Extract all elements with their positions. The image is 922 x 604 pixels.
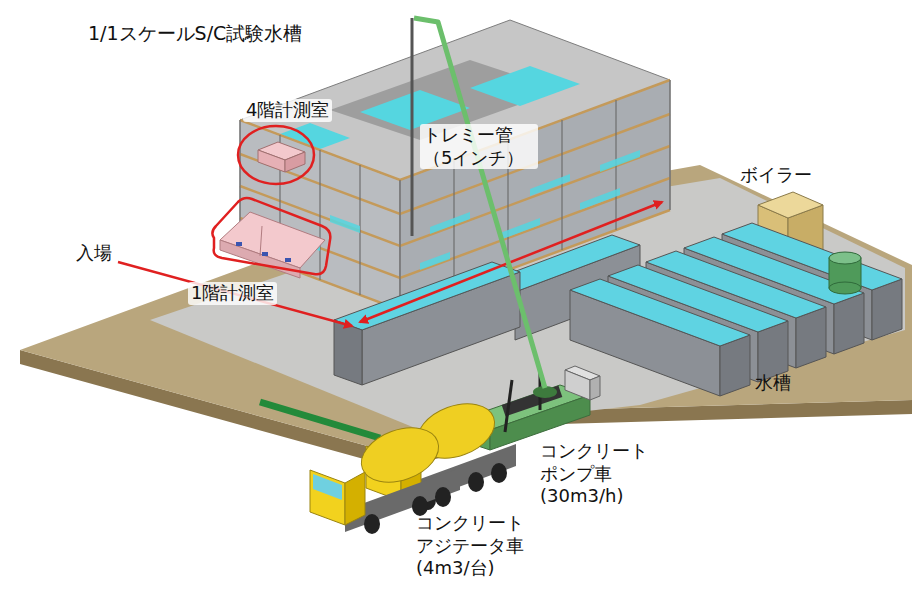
part-label: ボイラー — [740, 164, 812, 187]
part-label: 1階計測室 — [188, 282, 277, 305]
part-label: コンクリート アジテータ車 (4m3/台) — [416, 512, 541, 580]
part-label: 入場 — [76, 242, 112, 265]
part-label: コンクリート ポンプ車 (30m3/h) — [540, 440, 665, 508]
part-label: トレミー管 （5インチ） — [420, 124, 538, 169]
part-label: 4階計測室 — [243, 99, 332, 122]
part-label: 水槽 — [755, 372, 791, 395]
title-label: 1/1スケールS/C試験水槽 — [88, 22, 302, 46]
